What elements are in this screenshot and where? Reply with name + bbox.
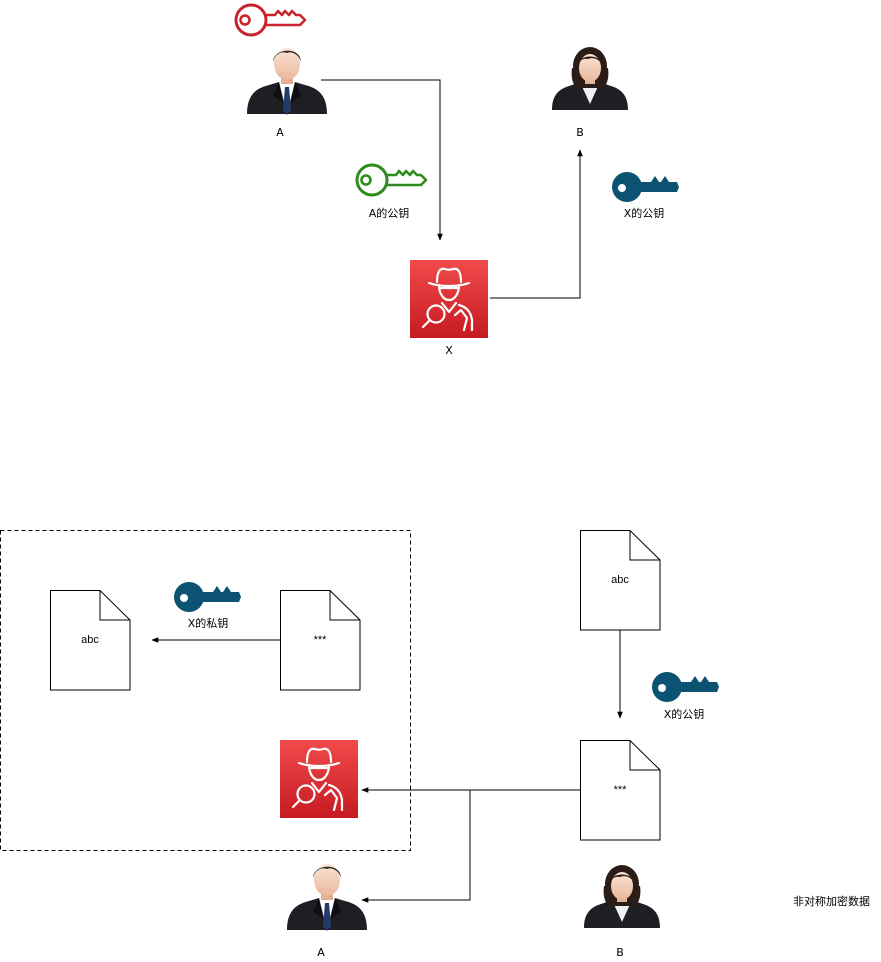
public-key-a-icon <box>355 163 428 197</box>
private-key-x-label: X的私钥 <box>187 617 229 630</box>
public-key-x-bottom-icon <box>652 672 719 702</box>
person-b-label: B <box>576 126 584 139</box>
public-key-a-label: A的公钥 <box>368 207 410 220</box>
doc-cipher-right-text: *** <box>613 784 627 796</box>
private-key-a-icon <box>234 3 307 37</box>
doc-plain-right-text: abc <box>611 574 629 586</box>
attacker-label: X <box>445 344 453 357</box>
doc-plain-left-text: abc <box>81 634 99 646</box>
person-a-label: A <box>276 126 284 139</box>
diagram-caption: 非对称加密数据 <box>793 895 870 908</box>
spy-detective-bottom-icon <box>278 738 360 820</box>
spy-detective-icon <box>408 258 490 340</box>
businessman-icon <box>247 48 327 115</box>
arrow-cipher-to-a <box>361 790 471 903</box>
businesswoman-bottom-icon <box>584 865 660 928</box>
businesswoman-icon <box>552 47 628 110</box>
businessman-bottom-icon <box>287 864 367 931</box>
doc-cipher-left-text: *** <box>313 634 327 646</box>
person-b-bottom-label: B <box>616 946 624 959</box>
top-section <box>234 3 679 340</box>
person-a-bottom-label: A <box>317 946 325 959</box>
public-key-x-bottom-label: X的公钥 <box>663 708 705 721</box>
private-key-x-icon <box>174 582 241 612</box>
bottom-section <box>0 530 719 931</box>
public-key-x-icon <box>612 172 679 202</box>
attacker-boundary-box <box>0 530 411 851</box>
arrow-a-to-x <box>321 79 443 241</box>
public-key-x-label: X的公钥 <box>623 207 665 220</box>
arrow-x-to-b <box>490 149 583 299</box>
